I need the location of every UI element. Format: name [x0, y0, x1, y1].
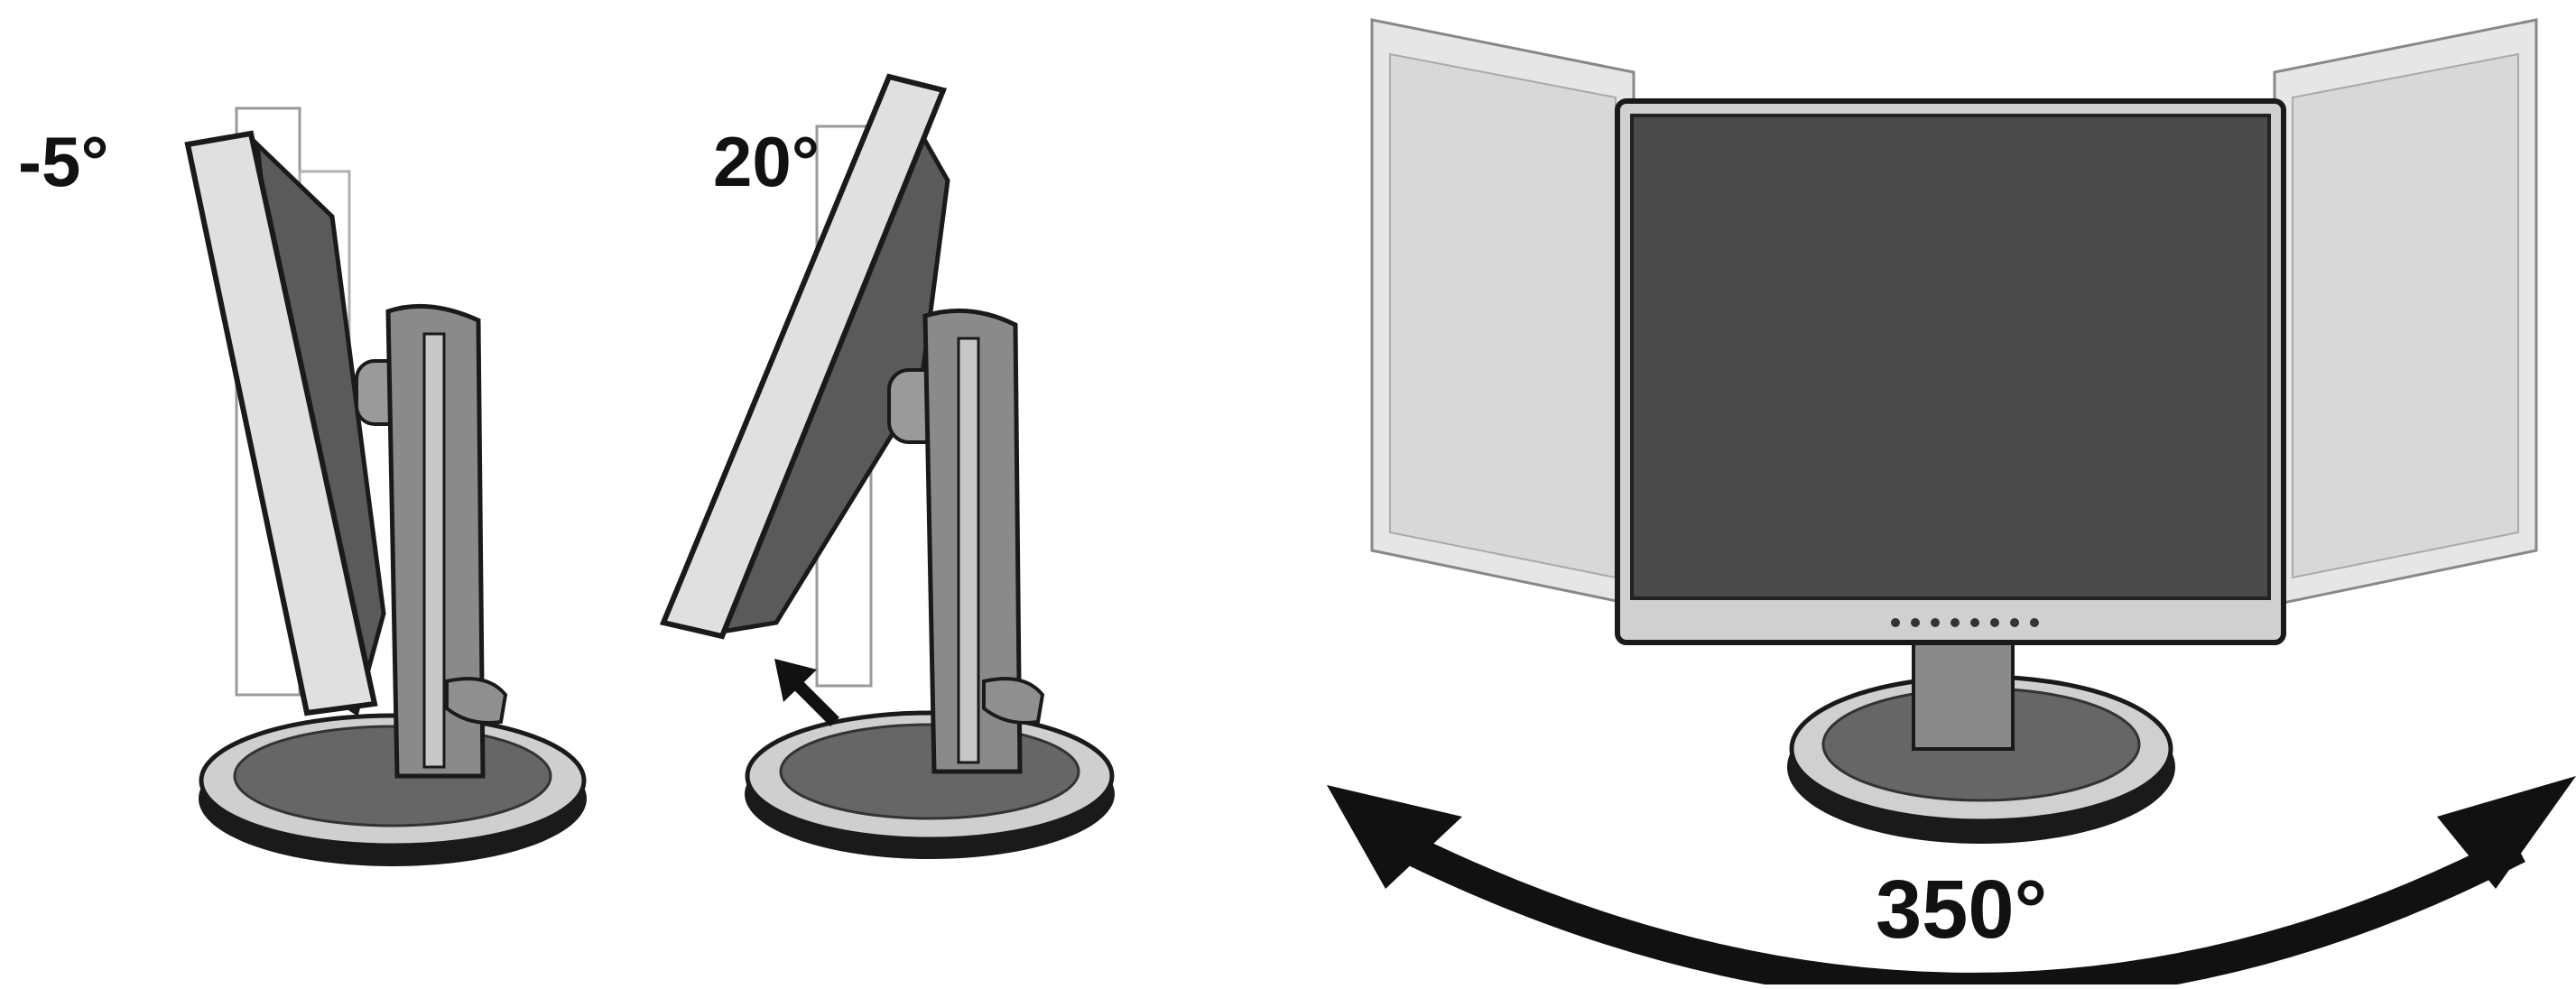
stand-base-top [779, 723, 1080, 820]
cable-clip [982, 677, 1045, 725]
swivel-angle-label: 350° [1876, 864, 2048, 956]
swivel-monitor [1327, 18, 2576, 989]
ghost-panel-left-screen [1389, 52, 1617, 579]
tilt-forward-angle-label: 20° [713, 122, 820, 201]
ghost-panel-right-screen [2292, 52, 2519, 579]
stand-neck-highlight [422, 332, 446, 769]
tilt-back-angle-label: -5° [18, 122, 109, 201]
stand-neck-highlight [957, 337, 980, 764]
tilt-back-monitor [184, 106, 587, 866]
monitor-screen-side [184, 130, 378, 716]
stand-base-top [233, 725, 552, 827]
monitor-screen-side [659, 73, 948, 640]
front-buttons [1891, 618, 2039, 627]
monitor-screen [1630, 114, 2271, 600]
cable-clip [445, 677, 508, 725]
stand-neck [1912, 630, 2015, 751]
arrow-up-left-icon [774, 659, 839, 726]
tilt-forward-monitor [659, 73, 1115, 859]
